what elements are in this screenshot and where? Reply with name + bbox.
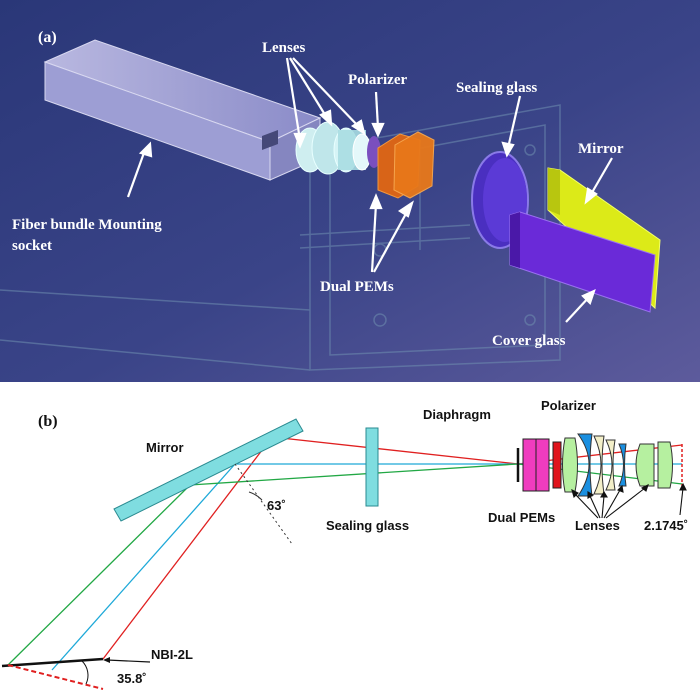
label-polarizer-b: Polarizer bbox=[541, 398, 596, 413]
panel-a-rendering: (a) Lenses Polarizer Sealing glass Mirro… bbox=[0, 0, 700, 382]
label-mirror-a: Mirror bbox=[578, 141, 624, 157]
lens-stack bbox=[295, 121, 381, 175]
angle-63-arc bbox=[248, 491, 263, 501]
label-nbi-2l: NBI-2L bbox=[151, 647, 193, 662]
panel-a-svg: (a) Lenses Polarizer Sealing glass Mirro… bbox=[0, 0, 700, 382]
lens-group bbox=[562, 433, 683, 497]
label-angle-35-8: 35.8˚ bbox=[117, 671, 147, 686]
label-dual-pems-a: Dual PEMs bbox=[320, 279, 394, 295]
panel-b-label: (b) bbox=[38, 413, 58, 430]
panel-a-label: (a) bbox=[38, 29, 57, 46]
label-sealing-glass-b: Sealing glass bbox=[326, 518, 409, 533]
label-lenses-a: Lenses bbox=[262, 40, 306, 56]
lenses-arrows bbox=[571, 482, 687, 519]
label-fiber-socket-line2: socket bbox=[12, 238, 52, 254]
sealing-glass-element bbox=[365, 427, 379, 507]
mirror-normal-line bbox=[234, 463, 293, 545]
label-mirror-b: Mirror bbox=[146, 440, 184, 455]
cover-glass-3d bbox=[509, 211, 656, 313]
fiber-socket-box bbox=[43, 39, 322, 181]
housing-frame bbox=[0, 104, 561, 371]
panel-a-arrows bbox=[126, 57, 613, 323]
label-diaphragm-b: Diaphragm bbox=[423, 407, 491, 422]
dual-pems-element bbox=[522, 438, 550, 492]
label-dual-pems-b: Dual PEMs bbox=[488, 510, 555, 525]
dual-pems-3d bbox=[377, 131, 435, 199]
label-angle-2-1745: 2.1745˚ bbox=[644, 518, 688, 533]
panel-b-background bbox=[0, 382, 700, 692]
label-fiber-socket-line1: Fiber bundle Mounting bbox=[12, 217, 162, 233]
label-lenses-b: Lenses bbox=[575, 518, 620, 533]
panel-b-svg: (b) Mirror Diaphragm Polarizer Sealing g… bbox=[0, 382, 700, 692]
panel-b-ray-diagram: (b) Mirror Diaphragm Polarizer Sealing g… bbox=[0, 382, 700, 692]
label-cover-glass-a: Cover glass bbox=[492, 333, 566, 349]
label-sealing-glass-a: Sealing glass bbox=[456, 80, 537, 96]
nbi-2l-surface bbox=[1, 657, 151, 690]
label-polarizer-a: Polarizer bbox=[348, 72, 407, 88]
mirror-element bbox=[113, 418, 304, 522]
polarizer-element bbox=[552, 441, 562, 489]
label-angle-63: 63˚ bbox=[267, 498, 286, 513]
